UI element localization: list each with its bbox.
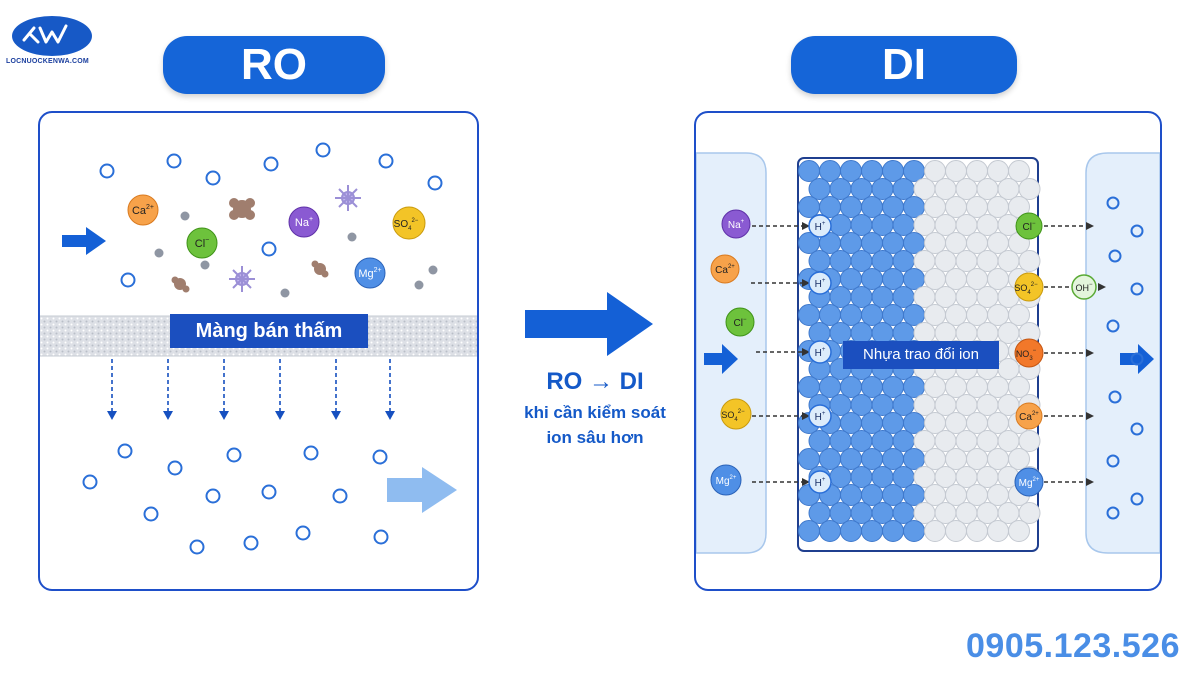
outlet-arrow bbox=[1120, 344, 1154, 374]
membrane-label: Màng bán thấm bbox=[170, 314, 368, 348]
ion-mg: Mg2+ bbox=[354, 257, 386, 289]
inlet-ion-so4: SO42− bbox=[720, 398, 752, 430]
water-molecules-bottom bbox=[82, 443, 389, 555]
ion-cl: Cl− bbox=[186, 227, 218, 259]
svg-text:Na+: Na+ bbox=[295, 216, 313, 229]
hydrogen-ions: H+ H+ H+ H+ H+ bbox=[808, 214, 832, 494]
inlet-ion-mg: Mg2+ bbox=[710, 464, 742, 496]
outlet-ion-no3: NO3− bbox=[1014, 338, 1044, 368]
ro-title: RO bbox=[163, 36, 385, 94]
logo-text: LOCNUOCKENWA.COM bbox=[6, 58, 89, 65]
svg-text:H+: H+ bbox=[815, 278, 826, 290]
svg-text:OH−: OH− bbox=[1075, 282, 1093, 293]
feed-arrow bbox=[62, 227, 106, 255]
svg-text:Na+: Na+ bbox=[728, 219, 745, 231]
inlet-ion-ca: Ca2+ bbox=[710, 254, 740, 284]
ro-diagram: Ca2+ Cl− Na+ SO42− Mg2+ bbox=[40, 142, 477, 555]
phone-number: 0905.123.526 bbox=[966, 627, 1180, 665]
di-diagram: Na+ Ca2+ Cl− SO42− Mg2+ H+ H+ H+ H+ H+ bbox=[695, 152, 1161, 554]
h-ion: H+ bbox=[808, 470, 832, 494]
h-ion: H+ bbox=[808, 340, 832, 364]
ion-so4: SO42− bbox=[392, 206, 426, 240]
svg-text:H+: H+ bbox=[815, 221, 826, 233]
outlet-arrow bbox=[387, 467, 457, 513]
h-ion: H+ bbox=[808, 214, 832, 238]
contaminant-particles bbox=[154, 185, 438, 298]
outlet-ion-ca: Ca2+ bbox=[1015, 402, 1043, 430]
ion-na: Na+ bbox=[288, 206, 320, 238]
middle-title: RO → DI bbox=[546, 368, 644, 395]
outlet-ion-so4: SO42− bbox=[1014, 272, 1044, 302]
ro-to-di-arrow bbox=[525, 292, 653, 356]
inlet-ion-na: Na+ bbox=[721, 209, 751, 239]
di-title: DI bbox=[791, 36, 1017, 94]
inlet-ion-cl: Cl− bbox=[725, 307, 755, 337]
exchange-lines bbox=[751, 225, 1088, 483]
ro-panel: Ca2+ Cl− Na+ SO42− Mg2+ bbox=[38, 111, 479, 591]
hydroxide-ion: OH− bbox=[1071, 274, 1097, 300]
outlet-water-molecules bbox=[1106, 196, 1144, 520]
kenwa-logo bbox=[12, 16, 92, 56]
di-panel: Na+ Ca2+ Cl− SO42− Mg2+ H+ H+ H+ H+ H+ bbox=[694, 111, 1162, 591]
svg-text:H+: H+ bbox=[815, 411, 826, 423]
svg-text:H+: H+ bbox=[815, 477, 826, 489]
outlet-ion-mg: Mg2+ bbox=[1014, 467, 1044, 497]
middle-caption-line2: ion sâu hơn bbox=[546, 428, 644, 447]
resin-label: Nhựa trao đổi ion bbox=[843, 341, 999, 369]
water-molecules-top bbox=[99, 142, 443, 288]
h-ion: H+ bbox=[808, 271, 832, 295]
resin-beads bbox=[798, 160, 1041, 542]
outlet-ion-cl: Cl− bbox=[1015, 212, 1043, 240]
h-ion: H+ bbox=[808, 404, 832, 428]
ion-ca: Ca2+ bbox=[127, 194, 159, 226]
inlet-arrow bbox=[704, 344, 738, 374]
permeate-arrows bbox=[111, 359, 391, 411]
svg-text:H+: H+ bbox=[815, 347, 826, 359]
middle-caption-line1: khi cần kiểm soát bbox=[524, 403, 666, 422]
